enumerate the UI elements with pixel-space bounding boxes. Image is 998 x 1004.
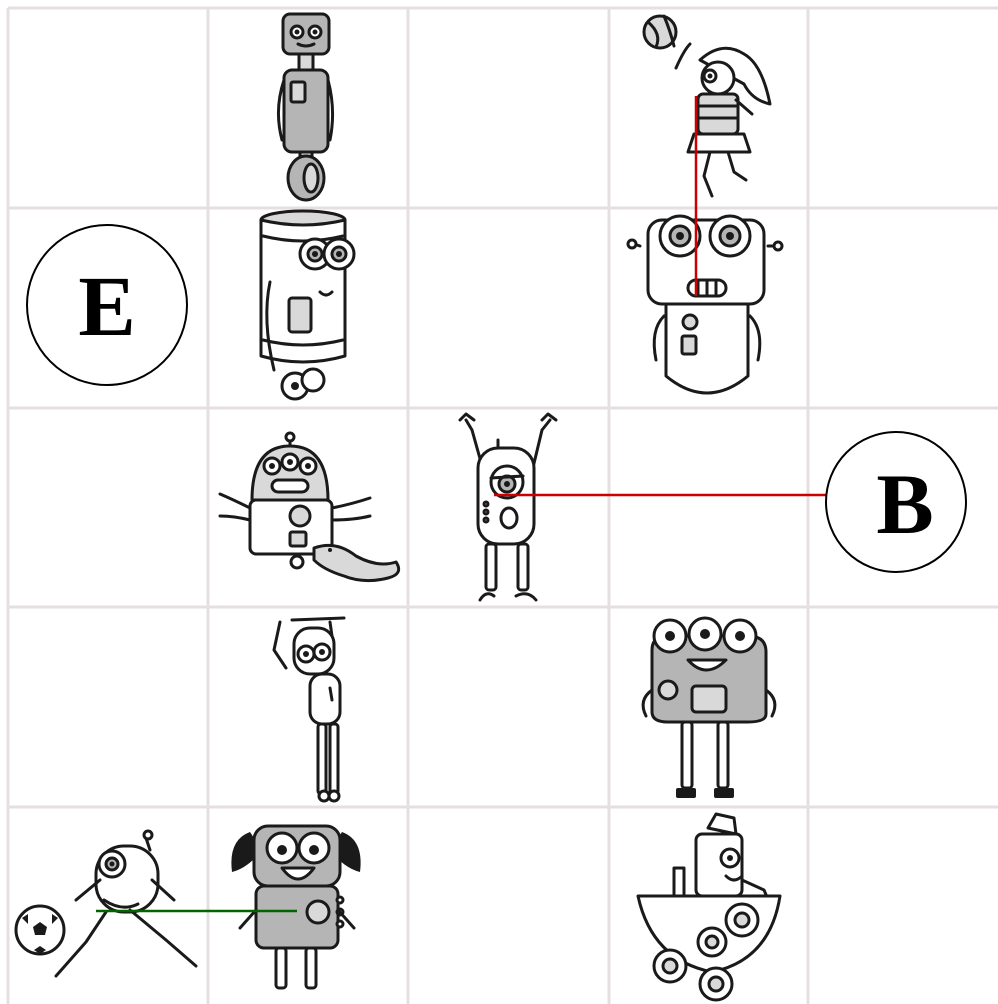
unicycle-robot	[277, 12, 335, 202]
cyclops-robot-arms-up	[458, 412, 558, 602]
canister-robot-with-glasses	[259, 209, 356, 401]
label-e-text: E	[78, 258, 135, 354]
three-eyed-robot	[641, 616, 777, 798]
volleyball-girl-robot	[642, 14, 772, 198]
label-b-text: B	[876, 456, 933, 552]
big-eyed-robot	[626, 214, 784, 395]
pigtail-girl-robot	[231, 824, 361, 990]
stretching-robot	[272, 616, 346, 803]
label-b: B	[825, 431, 967, 573]
grid-lines	[6, 6, 998, 1004]
fidget-spinner-icon	[652, 902, 760, 1002]
round-robot-with-lizard	[218, 431, 401, 583]
soccer-robot	[14, 829, 198, 978]
label-e: E	[26, 224, 188, 386]
boat-robot-with-spinner	[636, 812, 782, 1002]
connectors	[96, 96, 883, 913]
